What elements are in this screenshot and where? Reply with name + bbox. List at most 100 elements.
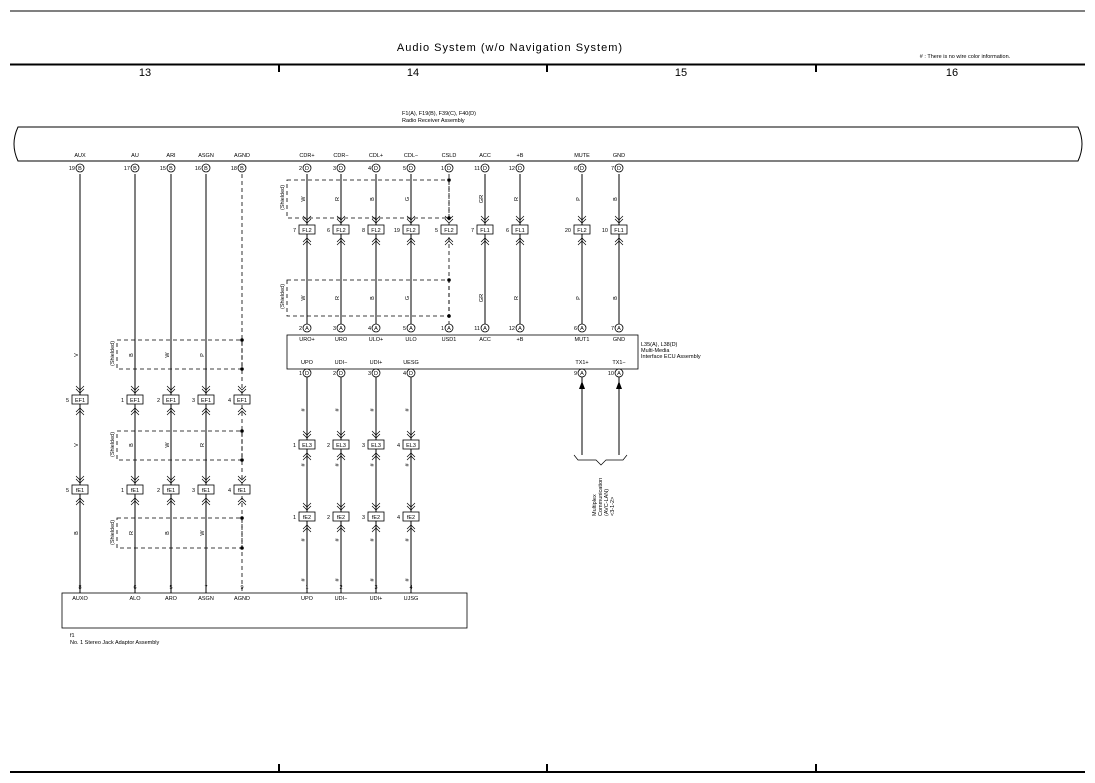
el-connector-box <box>367 439 385 450</box>
jack-terminal-pin: 5 <box>169 585 172 591</box>
mm-top-terminal-pin: 1 <box>441 326 444 332</box>
mm-bottom-terminal-conn-circle <box>406 368 416 378</box>
seg-b-wire-color: B <box>613 296 619 300</box>
seg-e-wire-color: R <box>129 531 135 535</box>
fe2-connector-chevron <box>302 502 312 511</box>
el-connector-pin: 4 <box>397 443 400 449</box>
fl-connector-box <box>367 224 385 235</box>
fe-connector-pin: 3 <box>192 488 195 494</box>
radio-terminal-label: CDR+ <box>299 153 314 159</box>
el-connector-code: EL3 <box>406 443 416 449</box>
seg-d-wire-color: B <box>129 443 135 447</box>
radio-terminal-pin: 11 <box>474 166 480 172</box>
fe2-connector-pin: 4 <box>397 515 400 521</box>
column-15: 15 <box>675 67 687 79</box>
mm-top-terminal-conn-letter: A <box>339 326 343 332</box>
mm-top-terminal-pin: 11 <box>474 326 480 332</box>
ef-connector-pin: 4 <box>228 398 231 404</box>
radio-terminal-conn-letter: D <box>447 166 451 172</box>
fe-connector-pin: 5 <box>66 488 69 494</box>
fl-connector-chevron <box>406 215 416 224</box>
mm-top-terminal-conn-letter: A <box>305 326 309 332</box>
fl-connector-code: FL2 <box>302 228 311 234</box>
radio-terminal-label: MUTE <box>574 153 590 159</box>
radio-terminal-pin: 1 <box>441 166 444 172</box>
ef-connector-code: EF1 <box>166 398 176 404</box>
radio-terminal-label: ASGN <box>198 153 214 159</box>
radio-terminal-label: ARI <box>166 153 176 159</box>
fe-connector-chevron-back <box>201 497 211 506</box>
shielded-label-3: (Shielded) <box>110 341 116 366</box>
mm-bottom-terminal-conn-circle <box>336 368 346 378</box>
fe2-connector-box <box>402 511 420 522</box>
radio-terminal-pin: 7 <box>611 166 614 172</box>
mm-top-terminal-label: USD1 <box>442 337 457 343</box>
radio-terminal-label: GND <box>613 153 625 159</box>
ef-connector-box <box>233 394 251 405</box>
fe-connector-chevron-back <box>75 497 85 506</box>
wires <box>79 174 620 593</box>
fl-connector-chevron-back <box>371 237 381 246</box>
ef-connector-chevron <box>237 385 247 394</box>
mm-top-terminal-conn-circle <box>577 323 587 333</box>
el-connector-code: EL3 <box>371 443 381 449</box>
fl-connector-chevron <box>444 215 454 224</box>
fe2-connector-pin: 3 <box>362 515 365 521</box>
jack-terminal-pin: 1 <box>305 585 308 591</box>
mm-top-terminal-pin: 2 <box>299 326 302 332</box>
jack-name: No. 1 Stereo Jack Adaptor Assembly <box>70 640 160 646</box>
seg-a-wire-color: R <box>335 197 341 201</box>
radio-receiver-assembly <box>13 126 1083 162</box>
radio-terminal-label: AUX <box>74 153 86 159</box>
fl-connector-chevron <box>371 215 381 224</box>
seg-b-wire-color: R <box>335 296 341 300</box>
mm-top-terminal-conn-circle <box>406 323 416 333</box>
ef-connector-box <box>71 394 89 405</box>
radio-terminal-conn-circle <box>201 163 211 173</box>
multiplex-line-4: <3-1-2> <box>610 497 616 516</box>
fl-connector-pin: 6 <box>506 228 509 234</box>
mm-top-terminal-label: URO+ <box>299 337 314 343</box>
mm-top-terminal-label: URO <box>335 337 348 343</box>
mm-top-terminal-pin: 4 <box>368 326 371 332</box>
radio-terminal-pin: 17 <box>124 166 130 172</box>
fe-connector-box <box>126 484 144 495</box>
mm-top-terminal-label: ACC <box>479 337 491 343</box>
fe2-connector-code: fE2 <box>337 515 345 521</box>
seg-e-wire-color: B <box>165 531 171 535</box>
radio-terminal-label: +B <box>517 153 524 159</box>
ef-connector-code: EF1 <box>201 398 211 404</box>
fe2-connector-code: fE2 <box>407 515 415 521</box>
fl-connector-code: FL1 <box>614 228 623 234</box>
fl-connector-pin: 19 <box>394 228 400 234</box>
ef-connector-box <box>162 394 180 405</box>
mm-bottom-terminal-label: UDI+ <box>370 360 383 366</box>
radio-terminal-conn-circle <box>336 163 346 173</box>
no-color-mark: # <box>301 463 307 467</box>
ef-connector-chevron <box>166 385 176 394</box>
column-14: 14 <box>407 67 419 79</box>
shielded-label-1: (Shielded) <box>280 185 286 210</box>
el-connector-chevron <box>371 430 381 439</box>
mm-top-terminal-pin: 7 <box>611 326 614 332</box>
mm-interface-ecu <box>286 334 639 370</box>
mm-bottom-terminal-conn-circle <box>577 368 587 378</box>
mm-top-terminal-pin: 6 <box>574 326 577 332</box>
radio-terminal-conn-letter: B <box>78 166 82 172</box>
mm-name-2: Interface ECU Assembly <box>641 354 701 360</box>
fl-connector-box <box>440 224 458 235</box>
seg-b-wire-color: GR <box>479 294 485 302</box>
fl-connector-pin: 7 <box>471 228 474 234</box>
el-connector-chevron <box>336 430 346 439</box>
mm-bottom-terminal-pin: 2 <box>333 371 336 377</box>
mm-bottom-terminal-conn-circle <box>371 368 381 378</box>
fl-connector-chevron-back <box>336 237 346 246</box>
fl-connector-chevron <box>302 215 312 224</box>
radio-terminal-pin: 18 <box>231 166 237 172</box>
fe-connector-code: fE1 <box>76 488 84 494</box>
radio-codes: F1(A), F19(B), F39(C), F40(D) <box>402 111 476 117</box>
ef-connector-pin: 3 <box>192 398 195 404</box>
fl-connector-box <box>511 224 529 235</box>
fe2-connector-code: fE2 <box>372 515 380 521</box>
radio-terminal-conn-letter: D <box>339 166 343 172</box>
